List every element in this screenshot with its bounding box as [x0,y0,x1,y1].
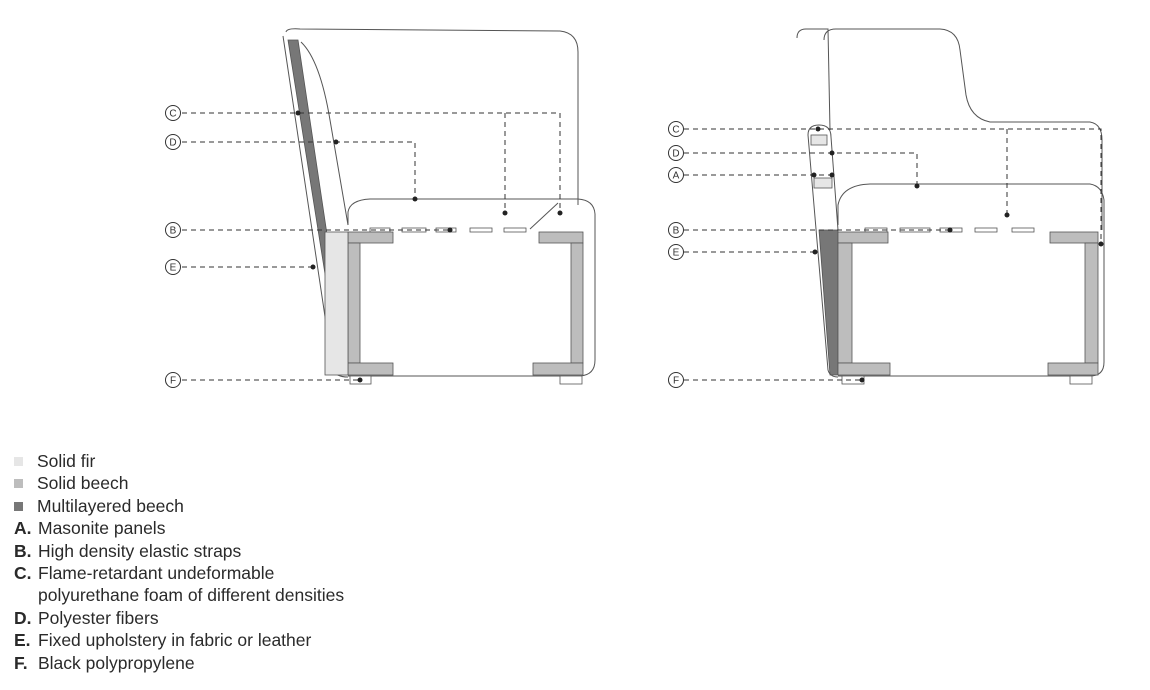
right-seat-cushion [837,183,1105,377]
right-back-panel-edge [807,134,839,378]
svg-text:C: C [169,109,176,120]
legend-text: Fixed upholstery in fabric or leather [38,630,312,651]
legend-material-solid-beech: Solid beech [14,472,344,494]
left-callout-markers: C D B E F [165,105,181,388]
left-seat-cushion [347,198,596,377]
svg-text:D: D [672,149,679,160]
legend-part-c-continuation: polyurethane foam of different densities [14,584,344,606]
svg-text:C: C [672,125,679,136]
legend-letter: B. [14,540,32,561]
left-callout-dots [295,110,563,383]
svg-text:F: F [170,376,176,387]
legend-material-multilayered-beech: Multilayered beech [14,495,344,517]
right-cross-section [796,28,1105,385]
left-callouts [182,112,561,381]
right-callouts [684,128,1102,381]
svg-text:F: F [673,376,679,387]
swatch-solid-fir [14,457,23,466]
legend-part-a: A. Masonite panels [14,517,344,539]
legend-part-e: E. Fixed upholstery in fabric or leather [14,629,344,651]
svg-text:B: B [673,226,680,237]
legend-text: Polyester fibers [38,607,159,628]
right-callout-c: C [668,121,684,137]
swatch-solid-beech [14,479,23,489]
right-back-masonite-upper [810,134,828,146]
svg-text:B: B [170,226,177,237]
legend-label: Solid fir [37,451,96,471]
right-back-outline-rear [796,28,831,131]
legend-text: polyurethane foam of different densities [38,585,345,606]
cross-section-diagrams: C D B E F [165,28,1105,388]
right-back-outline [823,28,1103,230]
left-back-inner-line [300,41,349,226]
svg-text:E: E [673,248,680,259]
legend-letter: D. [14,607,32,628]
left-foot-back [559,375,583,385]
legend-part-c: C. Flame-retardant undeformable [14,562,344,584]
left-seat-fill-line [529,202,559,230]
svg-text:A: A [673,171,680,182]
legend-part-d: D. Polyester fibers [14,607,344,629]
right-back-masonite-lower [813,177,833,189]
legend-letter: E. [14,630,31,651]
legend: Solid fir Solid beech Multilayered beech… [14,450,344,674]
left-frame [324,231,584,376]
left-callout-f: F [165,372,181,388]
legend-text: Flame-retardant undeformable [38,563,275,584]
legend-label: Multilayered beech [37,495,184,516]
left-callout-b: B [165,222,181,238]
legend-part-f: F. Black polypropylene [14,652,344,674]
legend-text: Masonite panels [38,518,166,539]
right-callout-dots [811,126,1104,383]
right-callout-a: A [668,167,684,183]
right-foot-back [1069,375,1093,385]
svg-text:D: D [169,138,176,149]
swatch-multilayered-beech [14,501,23,511]
right-callout-e: E [668,244,684,260]
legend-text: High density elastic straps [38,540,242,561]
legend-label: Solid beech [37,473,129,494]
legend-letter: C. [14,563,32,584]
right-callout-markers: C D A B E F [668,121,684,388]
legend-part-b: B. High density elastic straps [14,540,344,562]
left-cross-section [282,28,596,385]
left-back-outline [285,28,579,205]
right-frame [837,231,1099,376]
svg-text:E: E [170,263,177,274]
legend-letter: A. [14,518,32,539]
right-back-panel [807,124,839,231]
legend-letter: F. [14,652,28,673]
left-callout-d: D [165,134,181,150]
legend-text: Black polypropylene [38,652,195,673]
right-callout-f: F [668,372,684,388]
right-callout-d: D [668,145,684,161]
left-callout-e: E [165,259,181,275]
right-callout-b: B [668,222,684,238]
legend-material-solid-fir: Solid fir [14,450,344,472]
left-callout-c: C [165,105,181,121]
